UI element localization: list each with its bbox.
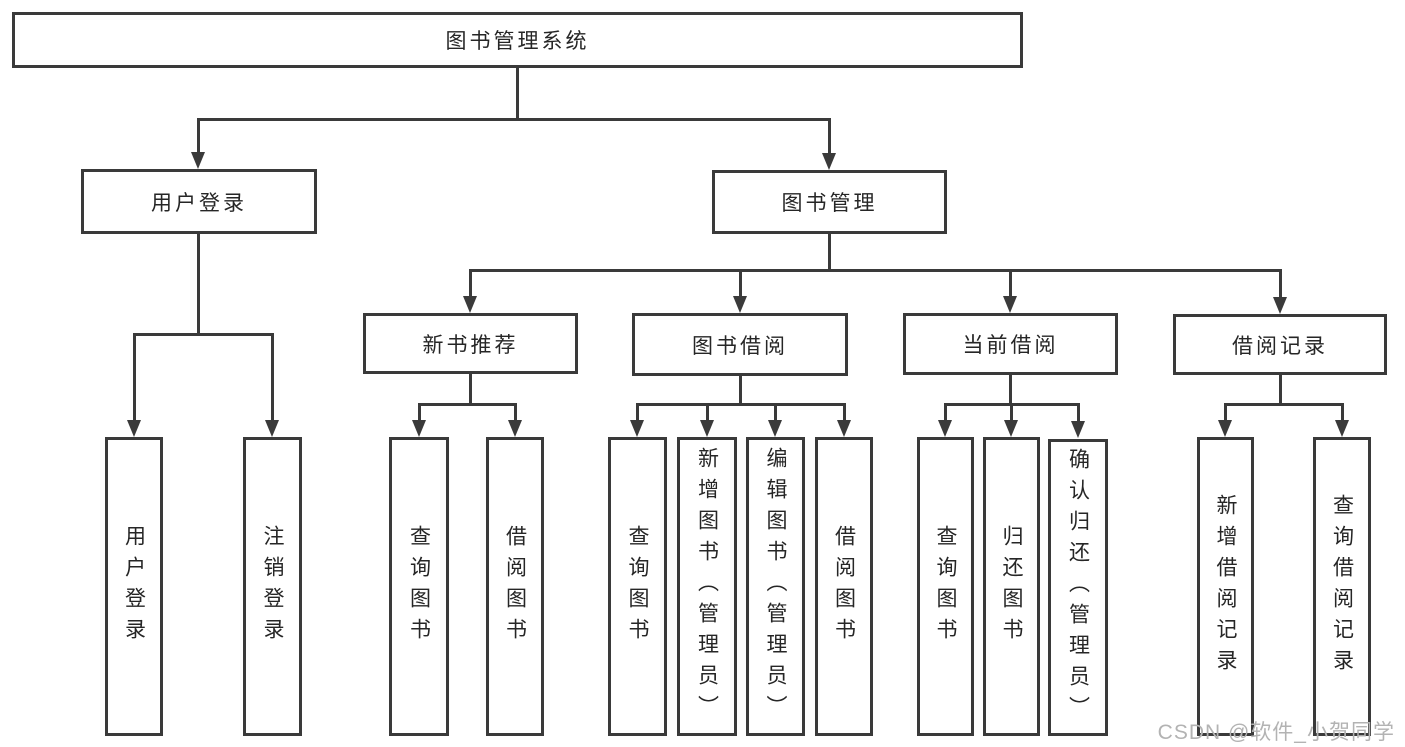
connector-line: [739, 269, 742, 297]
leaf-records-add-borrowing-record: 新增借阅记录: [1197, 437, 1254, 736]
node-label: 图书借阅: [692, 334, 788, 358]
leaf-current-query-books: 查询图书: [917, 437, 974, 736]
connector-line: [774, 403, 777, 422]
node-current-borrowing: 当前借阅: [903, 313, 1118, 375]
node-label: 图书管理系统: [445, 30, 590, 53]
node-user-login: 用户登录: [81, 169, 317, 234]
connector-line: [739, 376, 742, 405]
arrowhead-icon: [463, 296, 477, 313]
connector-line: [843, 403, 846, 422]
connector-line: [706, 403, 709, 422]
arrowhead-icon: [1004, 420, 1018, 437]
leaf-label: 借阅图书: [503, 524, 527, 649]
leaf-label: 查询图书: [934, 524, 957, 649]
leaf-label: 查询图书: [407, 524, 431, 649]
leaf-label: 查询借阅记录: [1330, 493, 1354, 680]
node-book-borrowing: 图书借阅: [632, 313, 848, 376]
leaf-borrowing-query-books: 查询图书: [608, 437, 667, 736]
node-label: 当前借阅: [962, 334, 1059, 357]
arrowhead-icon: [191, 152, 205, 169]
leaf-label: 编辑图书（管理员）: [764, 447, 787, 726]
csdn-watermark: CSDN @软件_小贺同学: [1157, 721, 1395, 744]
leaf-label: 借阅图书: [832, 524, 856, 649]
node-label: 图书管理: [781, 192, 878, 215]
connector-line: [516, 68, 519, 120]
leaf-records-query-borrowing-record: 查询借阅记录: [1313, 437, 1371, 736]
arrowhead-icon: [1071, 421, 1085, 438]
node-label: 新书推荐: [422, 333, 519, 357]
arrowhead-icon: [1003, 296, 1017, 313]
leaf-borrowing-add-books-admin: 新增图书（管理员）: [677, 437, 737, 736]
connector-line: [1009, 375, 1012, 405]
connector-line: [197, 234, 200, 335]
node-borrowing-records: 借阅记录: [1173, 314, 1387, 375]
connector-line: [514, 403, 517, 422]
connector-line: [197, 118, 831, 121]
connector-line: [1279, 375, 1282, 405]
connector-line: [469, 374, 472, 405]
connector-line: [469, 269, 1282, 272]
arrowhead-icon: [822, 153, 836, 170]
connector-line: [418, 403, 517, 406]
node-library-management-system: 图书管理系统: [12, 12, 1023, 68]
leaf-recommend-query-books: 查询图书: [389, 437, 449, 736]
connector-line: [828, 234, 831, 272]
connector-line: [1224, 403, 1344, 406]
connector-line: [197, 118, 200, 154]
node-new-book-recommendation: 新书推荐: [363, 313, 578, 374]
leaf-current-return-books: 归还图书: [983, 437, 1040, 736]
connector-line: [828, 118, 831, 155]
leaf-current-confirm-return-admin: 确认归还（管理员）: [1048, 439, 1108, 736]
connector-line: [944, 403, 947, 422]
leaf-recommend-borrow-books: 借阅图书: [486, 437, 544, 736]
leaf-label: 新增图书（管理员）: [695, 447, 719, 726]
arrowhead-icon: [1335, 420, 1349, 437]
leaf-user-login: 用户登录: [105, 437, 163, 736]
connector-line: [1009, 269, 1012, 297]
connector-line: [418, 403, 421, 422]
node-label: 用户登录: [151, 191, 247, 215]
arrowhead-icon: [127, 420, 141, 437]
leaf-logout: 注销登录: [243, 437, 302, 736]
connector-line: [133, 333, 136, 421]
connector-line: [1077, 403, 1080, 422]
arrowhead-icon: [1273, 297, 1287, 314]
connector-line: [1279, 269, 1282, 297]
arrowhead-icon: [733, 296, 747, 313]
leaf-label: 查询图书: [626, 524, 649, 649]
connector-line: [636, 403, 846, 406]
arrowhead-icon: [768, 420, 782, 437]
arrowhead-icon: [630, 420, 644, 437]
leaf-label: 注销登录: [261, 524, 284, 649]
leaf-label: 归还图书: [1000, 524, 1023, 649]
connector-line: [271, 333, 274, 421]
arrowhead-icon: [700, 420, 714, 437]
leaf-borrowing-edit-books-admin: 编辑图书（管理员）: [746, 437, 805, 736]
connector-line: [469, 269, 472, 297]
connector-line: [1010, 403, 1013, 422]
connector-line: [1341, 403, 1344, 422]
leaf-label: 用户登录: [122, 524, 146, 649]
node-label: 借阅记录: [1232, 334, 1328, 358]
node-book-management: 图书管理: [712, 170, 947, 234]
arrowhead-icon: [265, 420, 279, 437]
connector-line: [133, 333, 274, 336]
connector-line: [636, 403, 639, 422]
arrowhead-icon: [837, 420, 851, 437]
leaf-borrowing-borrow-books: 借阅图书: [815, 437, 873, 736]
arrowhead-icon: [1218, 420, 1232, 437]
arrowhead-icon: [938, 420, 952, 437]
arrowhead-icon: [508, 420, 522, 437]
leaf-label: 新增借阅记录: [1214, 493, 1237, 680]
arrowhead-icon: [412, 420, 426, 437]
connector-line: [1224, 403, 1227, 422]
leaf-label: 确认归还（管理员）: [1066, 448, 1090, 727]
